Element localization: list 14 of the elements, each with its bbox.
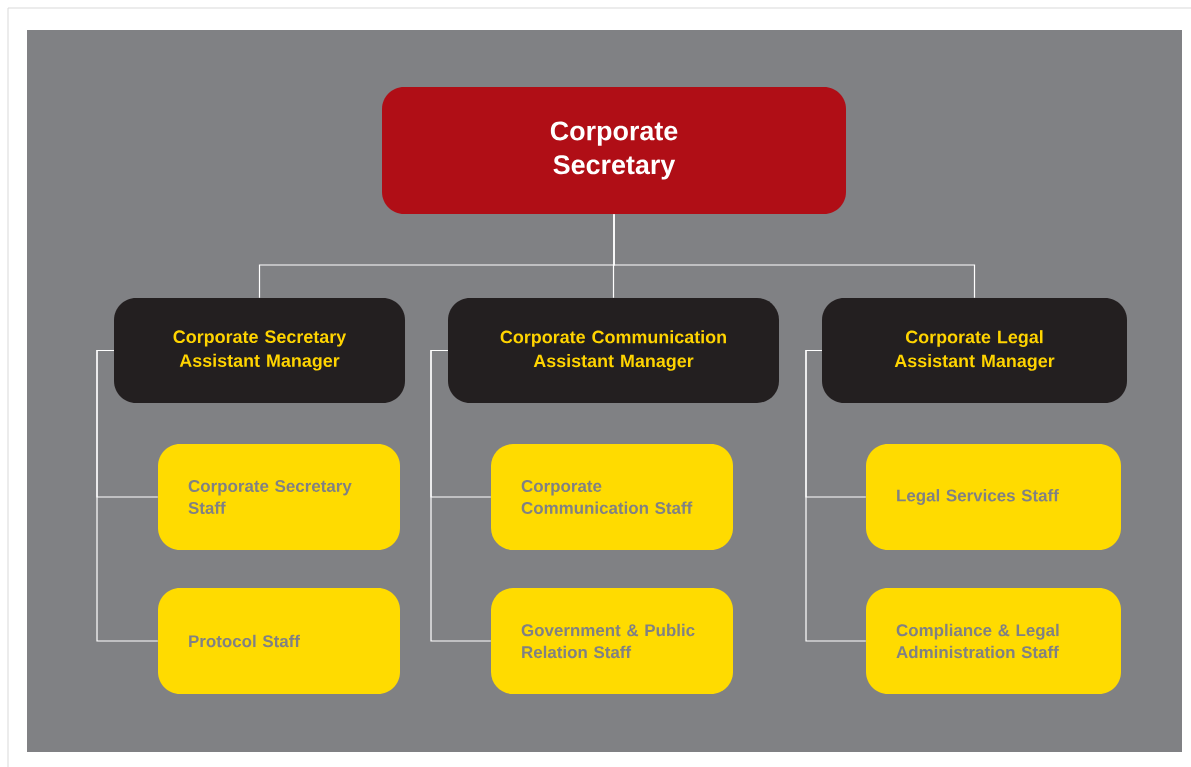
staff-box: Legal Services Staff [866, 444, 1121, 550]
staff-box: Government & Public Relation Staff [491, 588, 733, 694]
staff-box: Corporate Communication Staff [491, 444, 733, 550]
manager-box: Corporate Legal Assistant Manager [822, 298, 1127, 403]
title-box: Corporate Secretary [382, 87, 846, 214]
connector-line [96, 349, 159, 642]
connector-line [613, 213, 976, 299]
manager-box: Corporate Secretary Assistant Manager [114, 298, 405, 403]
connector-line [430, 349, 492, 642]
staff-box: Protocol Staff [158, 588, 400, 694]
manager-box: Corporate Communication Assistant Manager [448, 298, 779, 403]
staff-box: Corporate Secretary Staff [158, 444, 400, 550]
staff-box: Compliance & Legal Administration Staff [866, 588, 1121, 694]
connector-line [805, 349, 867, 642]
